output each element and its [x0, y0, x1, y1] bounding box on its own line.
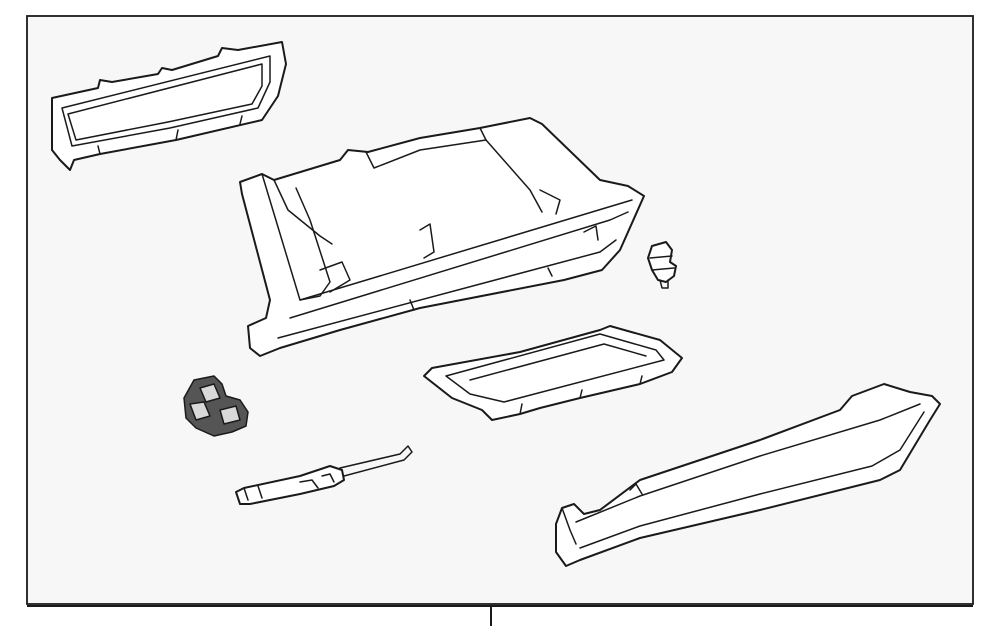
glove-box-tray [423, 325, 683, 421]
damper-rod [235, 445, 413, 505]
latch-assembly [183, 375, 249, 437]
glove-box-compartment [239, 117, 645, 357]
glove-box-door-frame [51, 41, 287, 171]
stopper-bumper [647, 241, 677, 289]
glove-box-door-panel [555, 383, 941, 567]
